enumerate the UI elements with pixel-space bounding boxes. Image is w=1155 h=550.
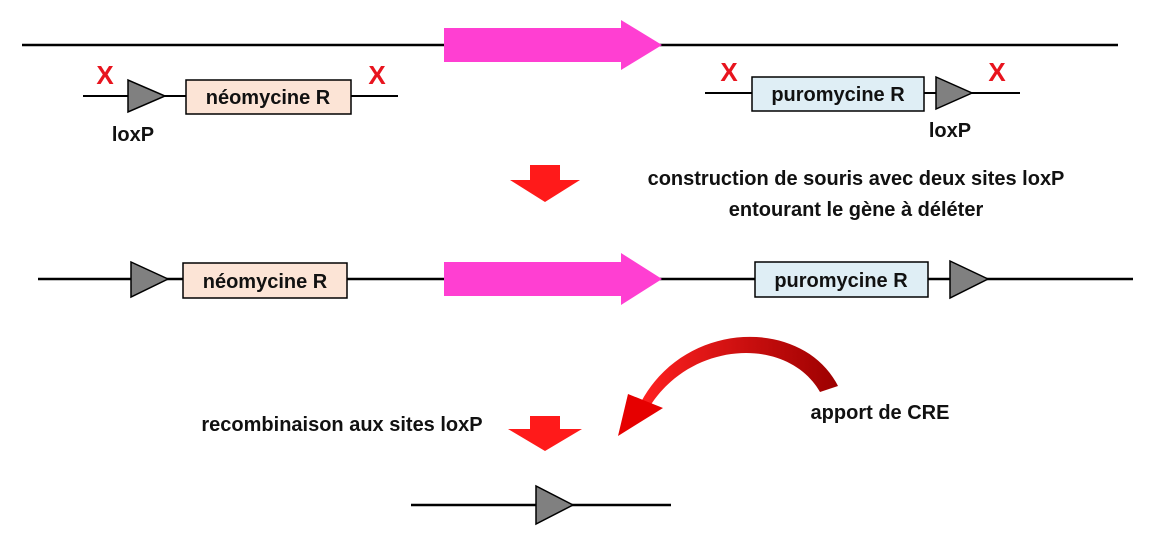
floxed-allele-row: néomycine R puromycine R [38,253,1133,305]
step-arrow-down [510,165,580,202]
loxp-triangle [949,259,990,300]
loxp-label: loxP [112,124,154,146]
step1-caption-line2: entourant le gène à déléter [729,199,984,221]
puromycin-label: puromycine R [774,270,908,292]
neomycin-box [182,262,348,299]
loxp-triangle [535,484,575,526]
loxp-triangle [127,78,167,114]
step1-caption: construction de souris avec deux sites l… [648,168,1065,190]
loxp-triangle [935,75,974,111]
loxp-triangle [130,260,170,299]
neomycin-label: néomycine R [203,271,328,293]
deleted-allele-row [411,484,671,526]
x-mark: X [368,60,386,90]
target-gene-row [22,20,1118,70]
neomycin-construct: néomycine R loxP X X [83,60,398,146]
cre-label: apport de CRE [811,402,950,424]
target-gene-arrow [444,253,662,305]
neomycin-box [185,79,352,115]
loxp-label: loxP [929,120,971,142]
target-gene-arrow [444,20,662,70]
step2-caption: recombinaison aux sites loxP [201,414,482,436]
x-mark: X [96,60,114,90]
step-arrow-down [508,416,582,451]
puromycin-label: puromycine R [771,84,905,106]
puromycin-box [751,76,925,112]
x-mark: X [988,57,1006,87]
cre-curved-arrow [618,336,838,436]
puromycin-box [754,261,929,298]
x-mark: X [720,57,738,87]
neomycin-label: néomycine R [206,87,331,109]
puromycin-construct: puromycine R loxP X X [705,57,1020,142]
